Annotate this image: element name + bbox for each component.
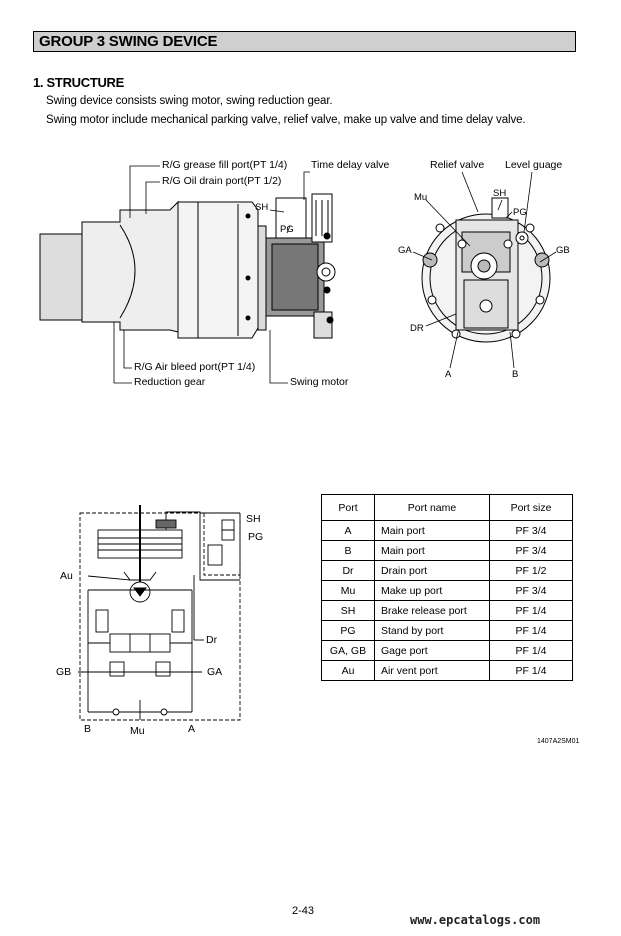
table-header-row: Port Port name Port size xyxy=(321,494,573,521)
hydraulic-schematic xyxy=(78,505,241,721)
table-cell: Au xyxy=(321,660,375,681)
label-top-mu: Mu xyxy=(414,192,428,203)
label-side-pg: PG xyxy=(280,224,294,235)
top-view-drawing xyxy=(421,197,551,343)
table-cell: Drain port xyxy=(374,560,490,581)
table-cell: GA, GB xyxy=(321,640,375,661)
label-top-ga: GA xyxy=(398,245,412,256)
label-top-sh: SH xyxy=(493,188,507,199)
table-header-port-name: Port name xyxy=(374,494,490,521)
table-cell: PF 1/2 xyxy=(489,560,573,581)
table-row: Dr Drain port PF 1/2 xyxy=(321,560,573,581)
table-header-port-size: Port size xyxy=(489,494,573,521)
section-heading: 1. STRUCTURE xyxy=(33,75,125,90)
table-row: SH Brake release port PF 1/4 xyxy=(321,600,573,621)
table-row: Au Air vent port PF 1/4 xyxy=(321,660,573,681)
label-top-dr: DR xyxy=(410,323,424,334)
table-row: PG Stand by port PF 1/4 xyxy=(321,620,573,641)
label-schematic-dr: Dr xyxy=(206,634,218,646)
label-schematic-mu: Mu xyxy=(130,725,145,737)
table-row: B Main port PF 3/4 xyxy=(321,540,573,561)
table-cell: Stand by port xyxy=(374,620,490,641)
label-schematic-b: B xyxy=(84,723,92,735)
table-cell: Brake release port xyxy=(374,600,490,621)
table-cell: Main port xyxy=(374,540,490,561)
group-title: GROUP 3 SWING DEVICE xyxy=(33,31,576,52)
table-row: A Main port PF 3/4 xyxy=(321,520,573,541)
table-cell: A xyxy=(321,520,375,541)
label-top-b: B xyxy=(512,369,519,380)
side-view-leaders xyxy=(113,165,310,384)
label-grease-fill-port: R/G grease fill port(PT 1/4) xyxy=(162,159,288,171)
table-row: GA, GB Gage port PF 1/4 xyxy=(321,640,573,661)
page-number: 2-43 xyxy=(292,905,315,917)
label-relief-valve: Relief valve xyxy=(430,159,485,171)
label-top-a: A xyxy=(445,369,452,380)
table-cell: SH xyxy=(321,600,375,621)
table-cell: PF 1/4 xyxy=(489,660,573,681)
table-cell: PF 3/4 xyxy=(489,520,573,541)
port-table: Port Port name Port size A Main port PF … xyxy=(321,494,573,681)
top-view-leaders xyxy=(412,171,557,369)
table-cell: Make up port xyxy=(374,580,490,601)
table-cell: B xyxy=(321,540,375,561)
table-cell: PG xyxy=(321,620,375,641)
paragraph-1: Swing device consists swing motor, swing… xyxy=(46,95,333,107)
table-cell: PF 1/4 xyxy=(489,600,573,621)
table-cell: PF 1/4 xyxy=(489,640,573,661)
table-cell: Air vent port xyxy=(374,660,490,681)
table-cell: Mu xyxy=(321,580,375,601)
paragraph-2: Swing motor include mechanical parking v… xyxy=(46,114,526,126)
table-header-port: Port xyxy=(321,494,375,521)
label-level-gauge: Level guage xyxy=(505,159,563,171)
label-schematic-pg: PG xyxy=(248,531,264,543)
label-schematic-sh: SH xyxy=(246,513,261,525)
label-schematic-ga: GA xyxy=(207,666,223,678)
label-schematic-a: A xyxy=(188,723,196,735)
label-top-pg: PG xyxy=(513,207,527,218)
label-schematic-au: Au xyxy=(60,570,73,582)
table-cell: PF 3/4 xyxy=(489,580,573,601)
table-row: Mu Make up port PF 3/4 xyxy=(321,580,573,601)
label-top-gb: GB xyxy=(556,245,570,256)
label-time-delay-valve: Time delay valve xyxy=(311,159,390,171)
table-cell: Dr xyxy=(321,560,375,581)
side-view-drawing xyxy=(39,193,336,339)
label-side-sh: SH xyxy=(255,202,269,213)
label-schematic-gb: GB xyxy=(56,666,72,678)
table-cell: Gage port xyxy=(374,640,490,661)
label-swing-motor: Swing motor xyxy=(290,376,349,388)
figure-code: 1407A2SM01 xyxy=(537,738,580,745)
watermark: www.epcatalogs.com xyxy=(410,913,541,927)
label-air-bleed-port: R/G Air bleed port(PT 1/4) xyxy=(134,361,256,373)
label-oil-drain-port: R/G Oil drain port(PT 1/2) xyxy=(162,175,282,187)
table-cell: PF 1/4 xyxy=(489,620,573,641)
table-cell: Main port xyxy=(374,520,490,541)
table-cell: PF 3/4 xyxy=(489,540,573,561)
label-reduction-gear: Reduction gear xyxy=(134,376,206,388)
